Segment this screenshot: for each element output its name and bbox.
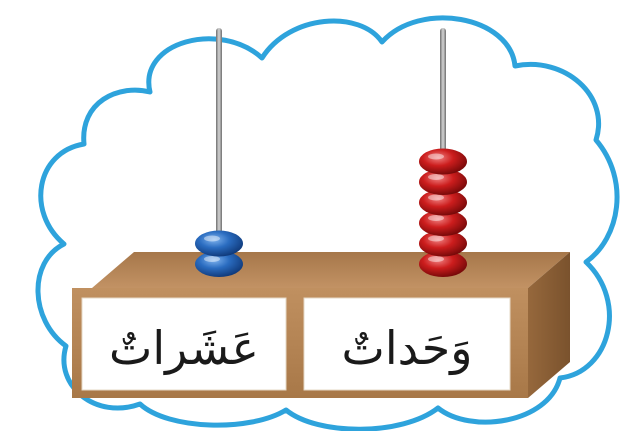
units-bead-highlight-2 bbox=[428, 235, 444, 242]
units-bead-highlight-4 bbox=[428, 194, 444, 201]
tens-label: عَشَراتٌ bbox=[109, 321, 259, 376]
units-bead-highlight-6 bbox=[428, 153, 444, 160]
tens-label-card bbox=[81, 297, 287, 391]
units-bead-highlight-5 bbox=[428, 174, 444, 180]
box-top bbox=[92, 252, 570, 288]
tens-bead-highlight-2 bbox=[204, 235, 220, 242]
units-label-card bbox=[303, 297, 511, 391]
units-bead-4 bbox=[419, 189, 467, 216]
tens-rod bbox=[216, 28, 222, 258]
units-bead-2 bbox=[419, 230, 467, 257]
units-label: وَحَداتٌ bbox=[342, 321, 473, 376]
units-bead-3 bbox=[419, 210, 467, 236]
units-bead-highlight-3 bbox=[428, 215, 444, 221]
units-bead-6 bbox=[419, 148, 467, 175]
tens-bead-1 bbox=[195, 251, 243, 277]
tens-beads bbox=[195, 230, 243, 277]
tens-bead-highlight-1 bbox=[204, 256, 220, 262]
units-bead-highlight-1 bbox=[428, 256, 444, 262]
tens-bead-2 bbox=[195, 230, 243, 257]
units-beads bbox=[419, 148, 467, 277]
units-bead-1 bbox=[419, 251, 467, 277]
units-bead-5 bbox=[419, 169, 467, 195]
box-side bbox=[528, 252, 570, 398]
